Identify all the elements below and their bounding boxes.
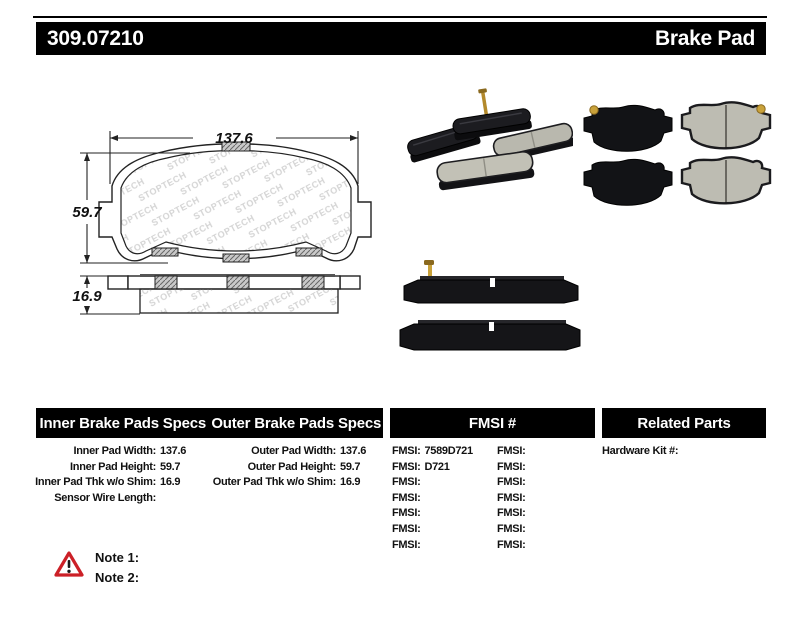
svg-text:16.9: 16.9: [72, 288, 102, 305]
spec-row: FMSI:: [497, 491, 597, 507]
spec-label: FMSI:: [497, 507, 526, 520]
spec-label: Outer Pad Width:: [251, 445, 336, 457]
spec-row: Outer Pad Height:59.7: [206, 460, 388, 476]
spec-row: Outer Pad Thk w/o Shim:16.9: [206, 475, 388, 491]
spec-value: D721: [424, 460, 450, 473]
front-view-drawing: [98, 141, 372, 263]
side-view-drawing: [107, 274, 361, 314]
part-number: 309.07210: [47, 26, 144, 50]
spec-value: 59.7: [160, 460, 181, 473]
spec-row: Hardware Kit #:: [602, 444, 766, 460]
spec-row: FMSI:: [392, 538, 494, 554]
spec-label: Inner Pad Width:: [73, 445, 157, 457]
note-1: Note 1:: [95, 548, 143, 568]
photo-angled-pads: [407, 88, 573, 191]
spec-label: Outer Pad Height:: [247, 460, 337, 473]
spec-row: Sensor Wire Length:: [26, 491, 208, 507]
spec-value: 59.7: [340, 460, 361, 473]
header-bar: 309.07210 Brake Pad: [36, 22, 766, 55]
spec-label: FMSI:: [392, 538, 421, 551]
fmsi-header: FMSI #: [390, 408, 595, 438]
spec-value: 137.6: [160, 445, 187, 457]
spec-label: FMSI:: [497, 538, 526, 551]
spec-label: FMSI:: [497, 445, 526, 457]
thickness-dimension: 16.9: [72, 275, 140, 315]
spec-label: FMSI:: [392, 491, 421, 504]
inner-specs-header: Inner Brake Pads Specs: [39, 414, 207, 432]
outer-specs-header: Outer Brake Pads Specs: [211, 414, 382, 432]
spec-row: FMSI:D721: [392, 460, 494, 476]
spec-label: FMSI:: [497, 460, 526, 473]
spec-value: 7589D721: [424, 445, 473, 457]
spec-label: Outer Pad Thk w/o Shim:: [212, 476, 337, 489]
spec-label: FMSI:: [497, 522, 526, 535]
spec-label: Hardware Kit #:: [602, 445, 679, 457]
height-dimension: 59.7: [72, 152, 190, 264]
spec-label: FMSI:: [497, 491, 526, 504]
spec-row: FMSI:: [497, 522, 597, 538]
spec-row: Inner Pad Width:137.6: [26, 444, 208, 460]
notes-section: Note 1: Note 2:: [95, 548, 143, 588]
spec-row: FMSI:7589D721: [392, 444, 494, 460]
spec-label: FMSI:: [497, 476, 526, 489]
spec-row: FMSI:: [392, 491, 494, 507]
top-rule: [33, 16, 767, 18]
spec-label: Inner Pad Height:: [70, 460, 156, 473]
width-dimension: 137.6: [109, 130, 359, 184]
note-1-label: Note 1:: [95, 550, 140, 565]
spec-row: FMSI:: [392, 475, 494, 491]
spec-row: FMSI:: [497, 460, 597, 476]
svg-text:59.7: 59.7: [72, 204, 102, 221]
fmsi-column-2: FMSI: FMSI: FMSI: FMSI: FMSI: FMSI: FMSI:: [497, 444, 597, 553]
spec-label: Sensor Wire Length:: [54, 491, 156, 504]
related-parts-header: Related Parts: [602, 408, 766, 438]
spec-row: FMSI:: [392, 522, 494, 538]
spec-row: FMSI:: [497, 506, 597, 522]
spec-label: FMSI:: [392, 476, 421, 489]
spec-label: FMSI:: [392, 460, 421, 473]
spec-row: FMSI:: [497, 444, 597, 460]
spec-label: FMSI:: [392, 507, 421, 520]
technical-drawing: STOPTECH STOPTECH STOPTECH: [72, 130, 372, 315]
note-2: Note 2:: [95, 568, 143, 588]
photo-edge-pads: [399, 260, 581, 351]
related-parts-column: Hardware Kit #:: [602, 444, 766, 460]
note-2-label: Note 2:: [95, 570, 140, 585]
spec-value: 137.6: [340, 445, 367, 457]
spec-label: Inner Pad Thk w/o Shim:: [35, 476, 156, 489]
svg-text:137.6: 137.6: [215, 130, 253, 147]
spec-row: FMSI:: [392, 506, 494, 522]
spec-value: 16.9: [340, 476, 361, 489]
warning-icon: [54, 550, 84, 579]
spec-table-headers: Inner Brake Pads Specs Outer Brake Pads …: [36, 408, 766, 438]
spec-label: FMSI:: [392, 445, 421, 457]
spec-value: 16.9: [160, 476, 181, 489]
spec-row: Inner Pad Thk w/o Shim: 16.9: [26, 475, 208, 491]
pads-specs-header-bar: Inner Brake Pads Specs Outer Brake Pads …: [36, 408, 383, 438]
spec-row: Outer Pad Width: 137.6: [206, 444, 388, 460]
spec-row: FMSI:: [497, 538, 597, 554]
spec-label: FMSI:: [392, 522, 421, 535]
photo-flat-pads: [583, 101, 772, 206]
product-type: Brake Pad: [654, 26, 755, 50]
spec-row: Inner Pad Height: 59.7: [26, 460, 208, 476]
spec-row: FMSI:: [497, 475, 597, 491]
